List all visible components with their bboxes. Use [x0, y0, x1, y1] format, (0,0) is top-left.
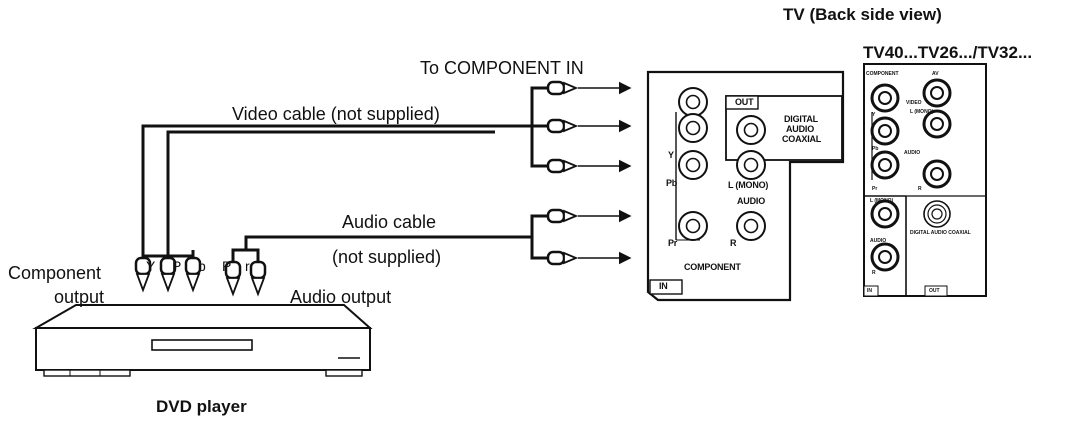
digital-label: DIGITAL [784, 114, 818, 124]
plug-letter-r: r [245, 258, 250, 274]
l-mono-label: L (MONO) [728, 180, 769, 190]
plug-pb [159, 256, 177, 293]
small-audio2-label: AUDIO [870, 238, 887, 244]
jack-small-5 [870, 150, 900, 180]
plug-letter-y: Y [146, 258, 156, 274]
panel-in-label: IN [659, 281, 668, 291]
coaxial-label: COAXIAL [782, 134, 822, 144]
dvd-player-label: DVD player [156, 397, 247, 416]
jack-small-digital [923, 200, 951, 228]
jack-large-r [736, 211, 766, 241]
dvd-player [32, 304, 373, 377]
component-output-label: Component [8, 263, 102, 283]
tv-models: TV40...TV26.../TV32... [863, 43, 1033, 62]
small-pr-label: Pr [872, 186, 878, 192]
jack-small-7 [870, 199, 900, 229]
component-label: COMPONENT [684, 262, 741, 272]
audio-cable [231, 214, 548, 262]
rca-plug-top-1 [546, 80, 632, 96]
small-digital-coaxial-label: DIGITAL AUDIO COAXIAL [910, 230, 971, 236]
plug-audio-r [249, 260, 267, 297]
pr-label: Pr [668, 238, 678, 248]
jack-large-pb [678, 150, 708, 180]
jack-large-1 [678, 87, 708, 117]
video-cable-label: Video cable (not supplied) [232, 104, 440, 124]
audio-cable-sublabel: (not supplied) [332, 247, 442, 267]
plug-letter-b: b [198, 258, 206, 274]
jack-large-y [678, 113, 708, 143]
small-r-label: R [918, 186, 922, 192]
jack-large-digital [736, 115, 766, 145]
to-component-in-label: To COMPONENT IN [420, 58, 584, 78]
jack-small-4 [922, 109, 952, 139]
pb-label: Pb [666, 178, 678, 188]
audio-group-label: AUDIO [737, 196, 765, 206]
tv-title: TV (Back side view) [783, 5, 942, 24]
rca-plug-audio-1 [546, 208, 632, 224]
jack-small-6 [922, 159, 952, 189]
tv-panel-large [646, 70, 845, 302]
jack-small-2 [922, 78, 952, 108]
small-r2-label: R [872, 270, 876, 276]
y-label: Y [668, 150, 674, 160]
panel-out-label: OUT [735, 97, 754, 107]
plug-letter-p2: P [222, 258, 232, 274]
rca-plug-top-3 [546, 158, 632, 174]
small-y-label: Y [872, 112, 876, 118]
small-video-label: VIDEO [906, 100, 922, 106]
jack-small-8 [870, 242, 900, 272]
audio-cable-label: Audio cable [342, 212, 437, 232]
jack-large-l [736, 150, 766, 180]
plug-y [134, 256, 152, 293]
jack-small-1 [870, 83, 900, 113]
rca-plug-audio-2 [546, 250, 632, 266]
jack-small-3 [870, 116, 900, 146]
small-audio-label: AUDIO [904, 150, 921, 156]
small-l-mono2-label: L (MONO) [870, 198, 894, 204]
jack-large-pr [678, 211, 708, 241]
small-out-label: OUT [929, 288, 940, 294]
plug-audio-l [224, 260, 242, 297]
rca-plug-top-2 [546, 118, 632, 134]
small-l-mono-label: L (MONO) [910, 109, 934, 115]
small-component-label: COMPONENT [866, 71, 899, 77]
component-output-label-2: output [54, 287, 105, 307]
audio-output-label: Audio output [290, 287, 392, 307]
plug-letter-p1: P [172, 258, 182, 274]
video-cable [141, 86, 548, 258]
small-in-label: IN [867, 288, 872, 294]
r-label: R [730, 238, 737, 248]
tv-panel-small [863, 63, 987, 297]
audio-label: AUDIO [786, 124, 814, 134]
plug-pr [184, 256, 202, 293]
small-pb-label: Pb [872, 146, 879, 152]
small-av-label: AV [932, 71, 939, 77]
